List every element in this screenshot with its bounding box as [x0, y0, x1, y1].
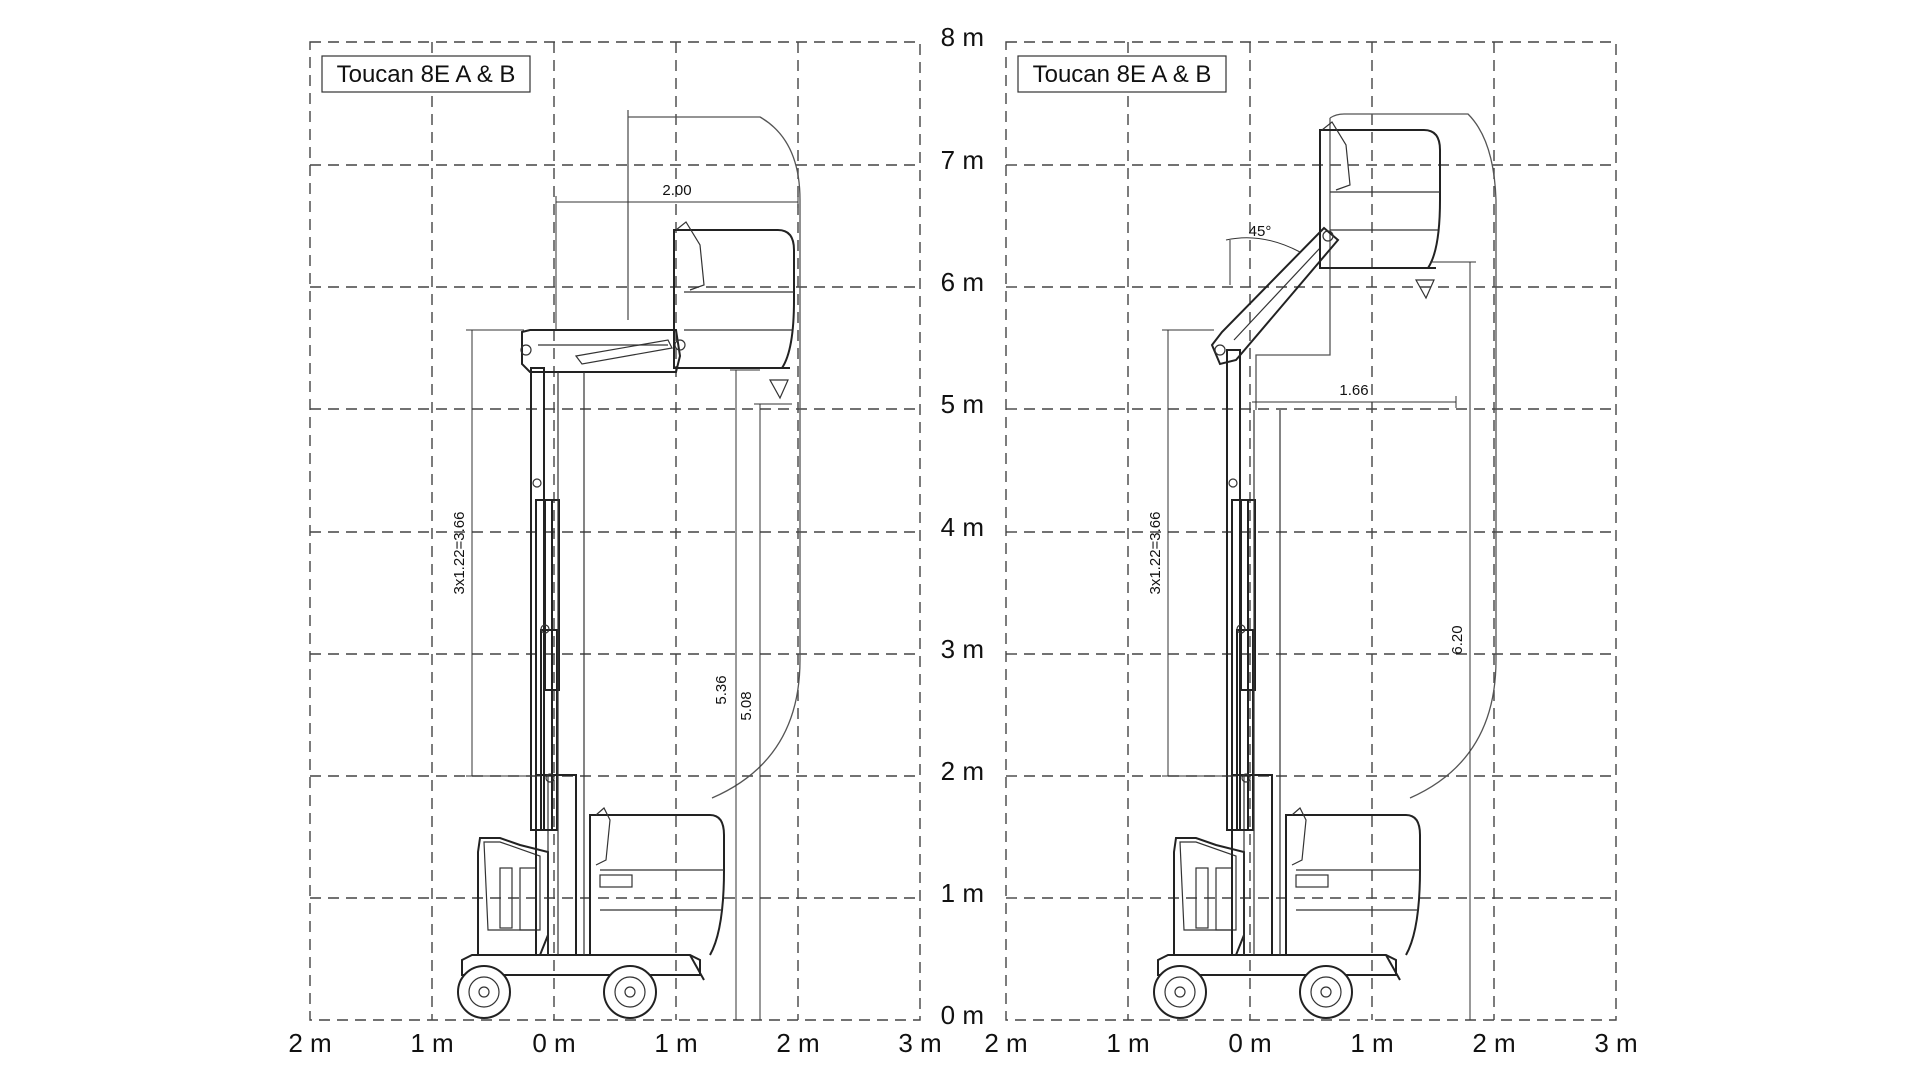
left-dist-label-4: 2 m — [776, 1028, 819, 1058]
height-axis: 8 m 7 m 6 m 5 m 4 m 3 m 2 m 1 m 0 m — [941, 22, 984, 1030]
right-front-wheel — [1153, 965, 1207, 1019]
right-mast — [1226, 349, 1273, 956]
left-dist-label-1: 1 m — [410, 1028, 453, 1058]
height-label-4: 4 m — [941, 512, 984, 542]
right-panel: Toucan 8E A & B — [1005, 41, 1617, 1021]
right-dist-label-1: 1 m — [1106, 1028, 1149, 1058]
right-dist-label-5: 3 m — [1594, 1028, 1637, 1058]
right-rear-wheel — [1299, 965, 1353, 1019]
right-grid — [1005, 41, 1617, 1021]
left-dim-outreach: 2.00 — [555, 182, 799, 330]
height-label-1: 1 m — [941, 878, 984, 908]
left-dim-height-b-label: 5.08 — [738, 691, 755, 720]
right-working-envelope — [1255, 113, 1497, 799]
left-dist-label-0: 2 m — [288, 1028, 331, 1058]
left-dist-label-3: 1 m — [654, 1028, 697, 1058]
right-lower-cage — [1285, 807, 1421, 956]
left-machine-base — [461, 837, 705, 981]
left-boom-and-platform — [520, 221, 795, 955]
left-dim-heights: 5.36 5.08 — [713, 369, 792, 1020]
left-working-envelope — [627, 110, 801, 799]
right-dim-angle: 45° — [1225, 223, 1301, 285]
left-dim-mast: 3x1.22=3.66 — [451, 329, 540, 777]
right-dist-label-4: 2 m — [1472, 1028, 1515, 1058]
height-label-5: 5 m — [941, 389, 984, 419]
left-panel: Toucan 8E A & B — [309, 41, 921, 1021]
left-rear-wheel — [603, 965, 657, 1019]
right-dim-height-label: 6.20 — [1449, 625, 1466, 654]
height-label-0: 0 m — [941, 1000, 984, 1030]
left-lower-cage — [589, 807, 725, 956]
right-dim-outreach-label: 1.66 — [1339, 382, 1368, 399]
left-dim-height-a-label: 5.36 — [713, 675, 730, 704]
height-label-7: 7 m — [941, 145, 984, 175]
left-grid — [309, 41, 921, 1021]
right-distance-axis: 2 m 1 m 0 m 1 m 2 m 3 m — [984, 1028, 1637, 1058]
height-label-3: 3 m — [941, 634, 984, 664]
left-dim-outreach-label: 2.00 — [662, 182, 691, 199]
right-dim-mast: 3x1.22=3.66 — [1147, 329, 1236, 777]
right-panel-title: Toucan 8E A & B — [1033, 61, 1212, 88]
left-dist-label-2: 0 m — [532, 1028, 575, 1058]
right-title-box: Toucan 8E A & B — [1017, 55, 1227, 93]
right-dist-label-0: 2 m — [984, 1028, 1027, 1058]
right-dist-label-2: 0 m — [1228, 1028, 1271, 1058]
right-boom-and-platform — [1210, 121, 1441, 955]
left-distance-axis: 2 m 1 m 0 m 1 m 2 m 3 m — [288, 1028, 941, 1058]
right-machine-base — [1157, 837, 1401, 981]
left-panel-title: Toucan 8E A & B — [337, 61, 516, 88]
height-label-2: 2 m — [941, 756, 984, 786]
left-dist-label-5: 3 m — [898, 1028, 941, 1058]
right-dim-outreach: 1.66 — [1252, 382, 1457, 408]
left-dim-mast-label: 3x1.22=3.66 — [451, 512, 468, 595]
right-dist-label-3: 1 m — [1350, 1028, 1393, 1058]
height-label-8: 8 m — [941, 22, 984, 52]
right-dim-height: 6.20 — [1430, 261, 1476, 1020]
left-title-box: Toucan 8E A & B — [321, 55, 531, 93]
right-dim-mast-label: 3x1.22=3.66 — [1147, 512, 1164, 595]
left-mast — [530, 367, 577, 956]
left-front-wheel — [457, 965, 511, 1019]
height-label-6: 6 m — [941, 267, 984, 297]
right-dim-angle-label: 45° — [1249, 223, 1272, 240]
